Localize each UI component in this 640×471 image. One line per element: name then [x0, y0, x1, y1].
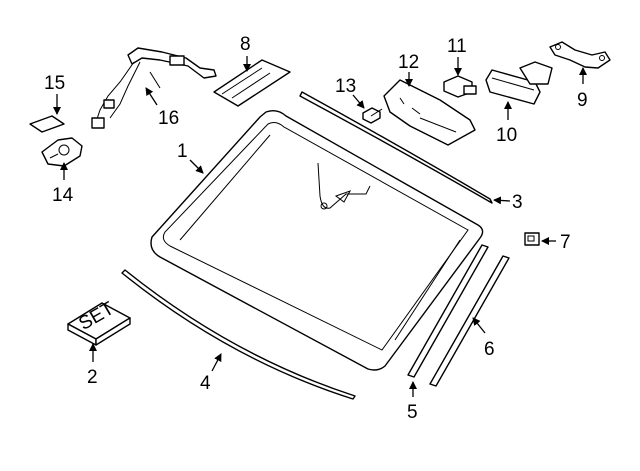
- callout-12: 12: [398, 52, 419, 73]
- camera-module: [41, 137, 83, 167]
- callout-13: 13: [335, 76, 356, 97]
- callout-2: 2: [87, 367, 98, 388]
- callout-15: 15: [44, 73, 65, 94]
- sensor-cover: [213, 59, 291, 107]
- wire-harness: [91, 47, 217, 129]
- mount-cover: [383, 79, 476, 146]
- callout-4: 4: [200, 373, 211, 394]
- mounting-bolt: [362, 107, 383, 124]
- leader-16: [145, 87, 158, 106]
- leader-6: [472, 317, 486, 334]
- rain-sensor: [443, 75, 477, 98]
- upper-moulding: [299, 91, 493, 204]
- callout-3: 3: [512, 192, 523, 213]
- callout-labels: 1 2 3 4 5 6 7 8 9 10 11 12 13 14 15 16: [44, 34, 588, 423]
- callout-10: 10: [496, 125, 517, 146]
- moulding-clip: [524, 232, 540, 246]
- leader-4: [211, 353, 222, 372]
- lower-moulding: [121, 269, 356, 400]
- callout-7: 7: [560, 232, 571, 253]
- side-moulding-front: [407, 244, 489, 378]
- urethane-set-box: SET: [67, 298, 131, 346]
- callout-5: 5: [407, 402, 418, 423]
- leader-13: [352, 94, 365, 109]
- callout-9: 9: [577, 90, 588, 111]
- callout-8: 8: [240, 34, 251, 55]
- callout-14: 14: [52, 185, 74, 206]
- callout-16: 16: [158, 108, 179, 129]
- callout-1: 1: [177, 141, 188, 162]
- rear-view-mirror: [485, 61, 553, 105]
- leader-3: [493, 196, 511, 205]
- leader-1: [189, 159, 204, 174]
- windshield-glass: [150, 109, 484, 371]
- callout-11: 11: [447, 36, 467, 57]
- side-moulding-rear: [429, 255, 510, 387]
- mirror-bracket: [549, 41, 611, 69]
- callout-leaders: [53, 56, 587, 397]
- callout-6: 6: [484, 339, 495, 360]
- adhesive-pad: [29, 115, 65, 133]
